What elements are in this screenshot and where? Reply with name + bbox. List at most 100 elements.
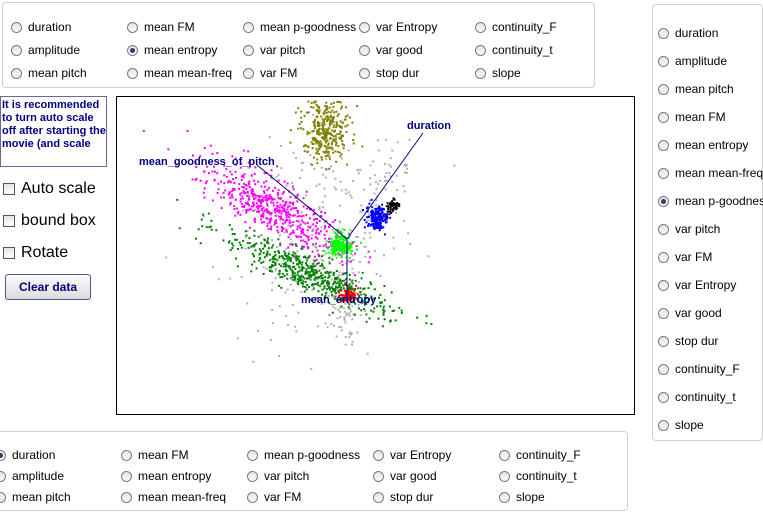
radio-button[interactable] xyxy=(658,363,669,375)
bound-box-box[interactable] xyxy=(3,215,15,227)
right-option-slope[interactable]: slope xyxy=(658,417,704,433)
radio-button[interactable] xyxy=(121,470,132,482)
top-option-stop-dur[interactable]: stop dur xyxy=(359,65,419,81)
top-option-mean-fm[interactable]: mean FM xyxy=(127,19,195,35)
radio-button[interactable] xyxy=(243,21,254,33)
bottom-option-var-good[interactable]: var good xyxy=(373,468,437,484)
right-option-var-fm[interactable]: var FM xyxy=(658,249,712,265)
radio-button[interactable] xyxy=(658,111,669,123)
top-option-continuity-f[interactable]: continuity_F xyxy=(475,19,557,35)
top-option-var-fm[interactable]: var FM xyxy=(243,65,297,81)
bottom-option-var-entropy[interactable]: var Entropy xyxy=(373,447,451,463)
radio-button[interactable] xyxy=(475,67,486,79)
top-option-mean-p-goodness[interactable]: mean p-goodness xyxy=(243,19,356,35)
radio-button[interactable] xyxy=(373,449,384,461)
auto-scale-checkbox[interactable]: Auto scale xyxy=(3,180,96,198)
right-option-continuity-t[interactable]: continuity_t xyxy=(658,389,736,405)
radio-button[interactable] xyxy=(658,307,669,319)
bottom-option-mean-mean-freq[interactable]: mean mean-freq xyxy=(121,489,226,505)
scatter-plot-area[interactable]: duration mean_goodness_of_pitch mean_ent… xyxy=(116,96,635,415)
radio-button[interactable] xyxy=(658,55,669,67)
radio-button[interactable] xyxy=(658,391,669,403)
radio-button[interactable] xyxy=(247,470,258,482)
rotate-checkbox[interactable]: Rotate xyxy=(3,244,68,262)
radio-button[interactable] xyxy=(658,223,669,235)
radio-button[interactable] xyxy=(11,67,22,79)
radio-button[interactable] xyxy=(658,167,669,179)
scatter-point xyxy=(257,207,260,210)
radio-button[interactable] xyxy=(658,419,669,431)
auto-scale-box[interactable] xyxy=(3,183,15,195)
radio-button[interactable] xyxy=(127,67,138,79)
radio-button[interactable] xyxy=(0,491,6,503)
top-option-amplitude[interactable]: amplitude xyxy=(11,42,80,58)
radio-button[interactable] xyxy=(499,491,510,503)
top-option-var-entropy[interactable]: var Entropy xyxy=(359,19,437,35)
radio-button[interactable] xyxy=(121,491,132,503)
top-option-mean-pitch[interactable]: mean pitch xyxy=(11,65,87,81)
radio-button[interactable] xyxy=(243,67,254,79)
bottom-option-mean-pitch[interactable]: mean pitch xyxy=(0,489,71,505)
radio-button[interactable] xyxy=(658,279,669,291)
scatter-point xyxy=(302,128,305,131)
bottom-option-slope[interactable]: slope xyxy=(499,489,545,505)
top-option-var-pitch[interactable]: var pitch xyxy=(243,42,305,58)
radio-button[interactable] xyxy=(658,195,669,207)
radio-button[interactable] xyxy=(359,67,370,79)
radio-button[interactable] xyxy=(243,44,254,56)
radio-button[interactable] xyxy=(658,251,669,263)
right-option-var-pitch[interactable]: var pitch xyxy=(658,221,720,237)
radio-button[interactable] xyxy=(475,44,486,56)
bottom-option-var-fm[interactable]: var FM xyxy=(247,489,301,505)
top-option-var-good[interactable]: var good xyxy=(359,42,423,58)
radio-button[interactable] xyxy=(658,27,669,39)
radio-button[interactable] xyxy=(658,335,669,347)
radio-button[interactable] xyxy=(11,21,22,33)
radio-button[interactable] xyxy=(247,449,258,461)
top-option-mean-entropy[interactable]: mean entropy xyxy=(127,42,217,58)
rotate-box[interactable] xyxy=(3,247,15,259)
right-option-mean-entropy[interactable]: mean entropy xyxy=(658,137,748,153)
right-option-mean-fm[interactable]: mean FM xyxy=(658,109,726,125)
bottom-option-mean-fm[interactable]: mean FM xyxy=(121,447,189,463)
radio-button[interactable] xyxy=(121,449,132,461)
bottom-option-mean-entropy[interactable]: mean entropy xyxy=(121,468,211,484)
radio-button[interactable] xyxy=(499,449,510,461)
top-option-slope[interactable]: slope xyxy=(475,65,521,81)
bottom-option-continuity-f[interactable]: continuity_F xyxy=(499,447,581,463)
radio-button[interactable] xyxy=(658,83,669,95)
radio-button[interactable] xyxy=(373,491,384,503)
radio-button[interactable] xyxy=(658,139,669,151)
right-option-duration[interactable]: duration xyxy=(658,25,718,41)
top-option-continuity-t[interactable]: continuity_t xyxy=(475,42,553,58)
radio-button[interactable] xyxy=(0,470,6,482)
radio-button[interactable] xyxy=(499,470,510,482)
radio-button[interactable] xyxy=(373,470,384,482)
right-option-mean-p-goodness[interactable]: mean p-goodness xyxy=(658,193,763,209)
bottom-option-var-pitch[interactable]: var pitch xyxy=(247,468,309,484)
bound-box-checkbox[interactable]: bound box xyxy=(3,212,96,230)
radio-button[interactable] xyxy=(359,21,370,33)
radio-button[interactable] xyxy=(0,449,6,461)
bottom-option-mean-p-goodness[interactable]: mean p-goodness xyxy=(247,447,360,463)
right-option-var-entropy[interactable]: var Entropy xyxy=(658,277,736,293)
radio-button[interactable] xyxy=(475,21,486,33)
right-option-amplitude[interactable]: amplitude xyxy=(658,53,727,69)
bottom-option-continuity-t[interactable]: continuity_t xyxy=(499,468,577,484)
radio-button[interactable] xyxy=(11,44,22,56)
radio-button[interactable] xyxy=(127,21,138,33)
clear-data-button[interactable]: Clear data xyxy=(5,274,91,300)
right-option-var-good[interactable]: var good xyxy=(658,305,722,321)
bottom-option-stop-dur[interactable]: stop dur xyxy=(373,489,433,505)
radio-button[interactable] xyxy=(247,491,258,503)
right-option-mean-mean-freq[interactable]: mean mean-freq xyxy=(658,165,763,181)
top-option-duration[interactable]: duration xyxy=(11,19,71,35)
right-option-mean-pitch[interactable]: mean pitch xyxy=(658,81,734,97)
radio-button[interactable] xyxy=(127,44,138,56)
right-option-continuity-f[interactable]: continuity_F xyxy=(658,361,740,377)
radio-button[interactable] xyxy=(359,44,370,56)
bottom-option-duration[interactable]: duration xyxy=(0,447,55,463)
top-option-mean-mean-freq[interactable]: mean mean-freq xyxy=(127,65,232,81)
right-option-stop-dur[interactable]: stop dur xyxy=(658,333,718,349)
bottom-option-amplitude[interactable]: amplitude xyxy=(0,468,64,484)
